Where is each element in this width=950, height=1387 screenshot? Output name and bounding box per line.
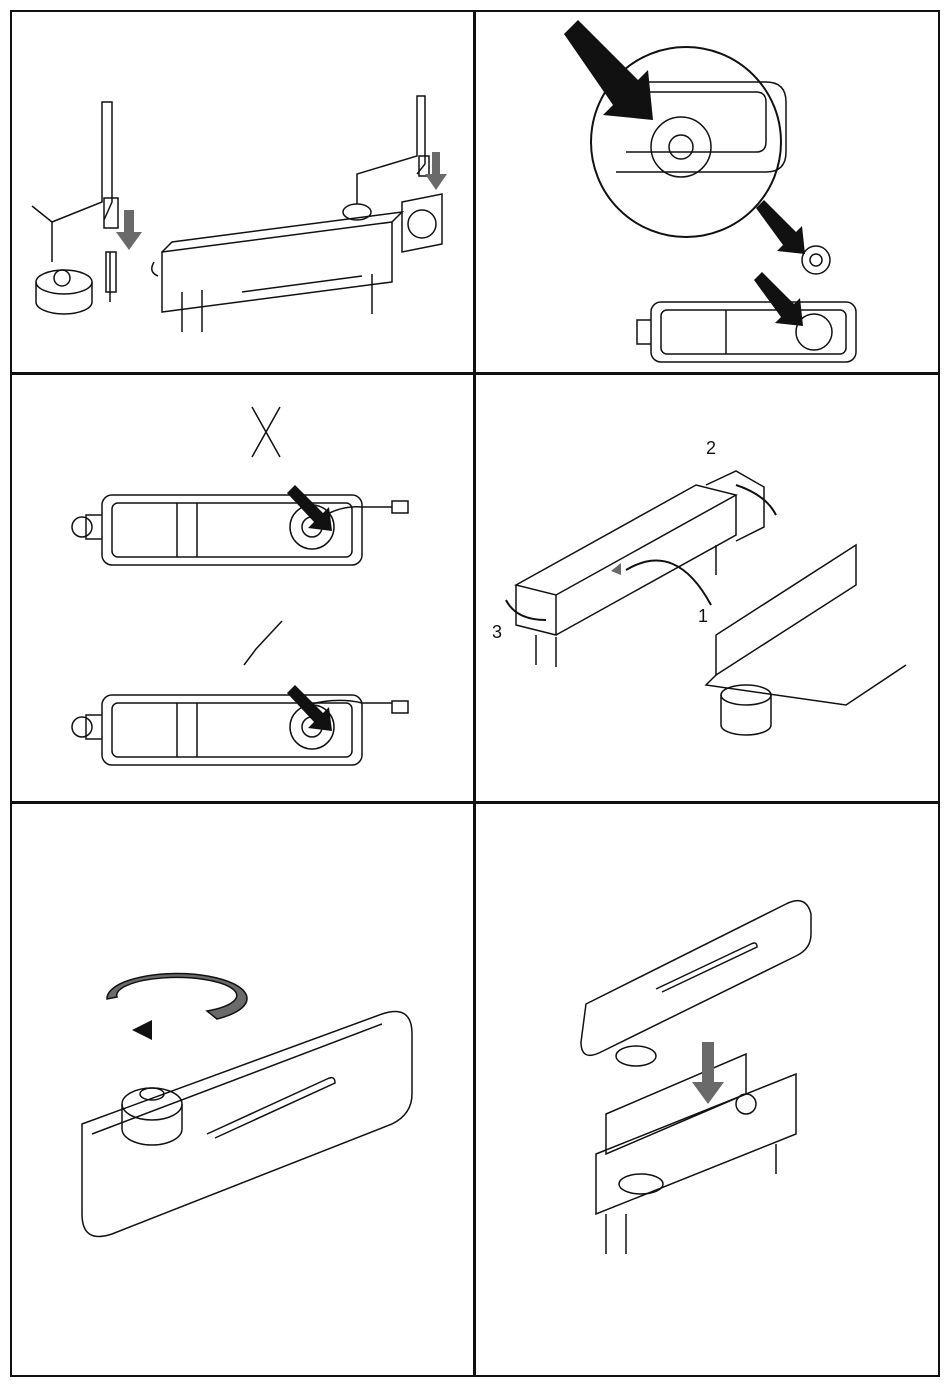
panel-remove-float-cap — [474, 10, 940, 374]
step-label-2: 2 — [706, 439, 716, 457]
drawing-remove-float-cap — [476, 12, 938, 372]
panel-connect-hose — [10, 10, 475, 374]
panel-turn-cap — [10, 802, 475, 1377]
step-label-3: 3 — [492, 623, 502, 641]
drawing-turn-cap — [12, 804, 473, 1375]
panel-insert-tank — [474, 802, 940, 1377]
panel-attach-tray: 1 2 3 — [474, 373, 940, 803]
panel-hose-routing — [10, 373, 475, 803]
drawing-hose-routing — [12, 375, 473, 801]
drawing-insert-tank — [476, 804, 938, 1375]
drawing-connect-hose — [12, 12, 473, 372]
step-label-1: 1 — [698, 607, 708, 625]
